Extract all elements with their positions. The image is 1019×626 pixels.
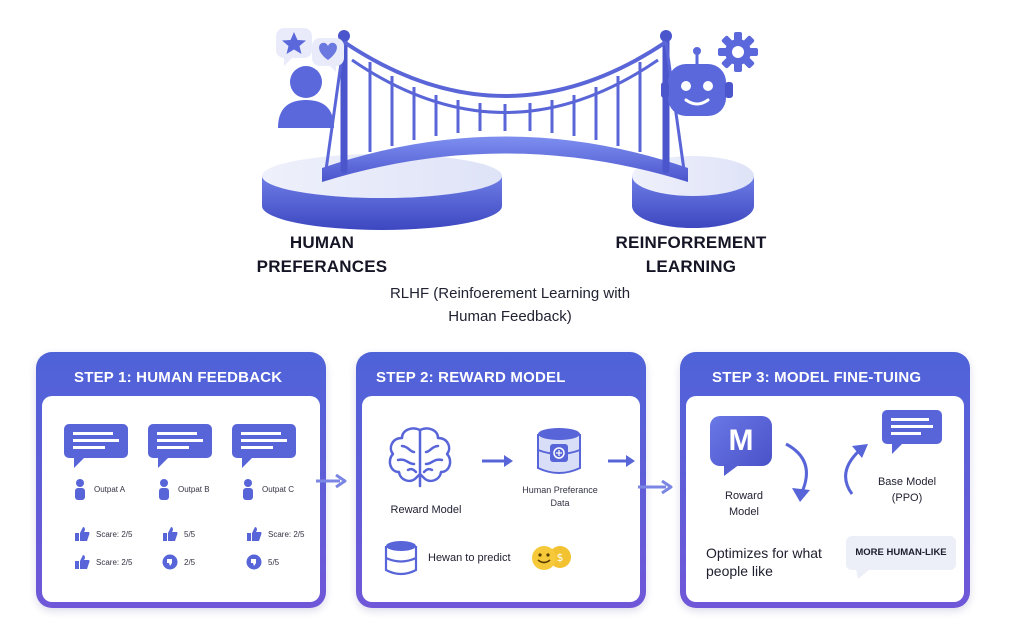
output-c <box>232 424 296 473</box>
score-label: Scare: 2/5 <box>96 557 133 567</box>
human-user-icon <box>278 66 334 128</box>
thumbs-down-icon <box>162 554 178 570</box>
optimizes-line1: Optimizes for what <box>706 545 822 561</box>
score-label: 2/5 <box>184 557 196 567</box>
output-a <box>64 424 128 473</box>
data-line2: Data <box>550 498 570 508</box>
model-logo-icon: M <box>710 416 772 466</box>
person-icon <box>159 479 169 500</box>
gear-icon <box>718 32 758 72</box>
badge-tail <box>856 569 870 579</box>
left-label-line2: PREFERANCES <box>256 257 388 276</box>
output-a-row: Outpat A <box>74 478 125 500</box>
score-label: 5/5 <box>268 557 280 567</box>
score-b-1: 5/5 <box>162 526 195 542</box>
thumbs-down-icon <box>246 554 262 570</box>
thumbs-up-icon <box>163 527 178 541</box>
person-icon <box>243 479 253 500</box>
arrow-right-icon <box>638 479 673 495</box>
model-logo-letter: M <box>728 424 754 457</box>
score-label: Scare: 2/5 <box>268 529 305 539</box>
score-b-2: 2/5 <box>162 554 195 570</box>
left-label-line1: HUMAN <box>289 233 355 252</box>
step2-title: STEP 2: REWARD MODEL TRAINING <box>376 369 566 426</box>
svg-text:$: $ <box>557 551 564 564</box>
curved-arrow-up-icon <box>844 444 868 495</box>
predict-label: Hewan to predict <box>428 552 511 564</box>
human-preferences-label: HUMAN PREFERANCES <box>232 231 412 279</box>
chat-bubble-icon <box>148 424 212 468</box>
score-a-2: Scare: 2/5 <box>74 554 132 570</box>
person-icon <box>75 479 85 500</box>
reward-model-label: Reward Model <box>390 504 462 516</box>
heart-bubble-icon <box>312 38 344 72</box>
score-c-1: Scare: 2/5 <box>246 526 304 542</box>
step1-panel: STEP 1: HUMAN FEEDBACK <box>36 352 326 608</box>
thumbs-up-icon <box>75 555 90 569</box>
brain-icon <box>388 427 452 488</box>
score-a-1: Scare: 2/5 <box>74 526 132 542</box>
arrow-right-icon <box>316 473 347 489</box>
badge-label: MORE HUMAN-LIKE <box>855 547 947 558</box>
score-label: Scare: 2/5 <box>96 529 133 539</box>
thumbs-up-icon <box>247 527 262 541</box>
output-c-label: Outpat C <box>262 484 295 494</box>
score-c-2: 5/5 <box>246 554 279 570</box>
caption-line1: RLHF (Reinfoerement Learning with <box>389 285 631 302</box>
chat-bubble-icon <box>882 410 942 454</box>
bubble-tail <box>724 464 740 476</box>
step1-body: Outpat A Outpat B Outpat C Scare: 2/5 5/… <box>42 396 320 602</box>
right-label-line2: LEARNING <box>645 257 737 276</box>
base-model-label: Base Model (PPO) <box>854 474 960 506</box>
output-b-row: Outpat B <box>158 478 210 500</box>
chat-bubble-icon <box>232 424 296 468</box>
arrow-right-icon <box>608 455 635 467</box>
step2-panel: STEP 2: REWARD MODEL TRAINING Reward Mod… <box>356 352 646 608</box>
optimizes-line2: people like <box>706 563 773 579</box>
bridge-hangers <box>368 62 642 152</box>
curved-arrow-down-icon <box>785 442 810 502</box>
bridge-deck <box>322 136 688 182</box>
more-human-like-badge: MORE HUMAN-LIKE <box>846 536 956 570</box>
reward-model-label-step3: Roward Model <box>704 488 784 520</box>
score-label: 5/5 <box>184 529 196 539</box>
data-line1: Human Preferance <box>522 485 598 495</box>
bridge-towers <box>340 36 670 174</box>
step3-title: STEP 3: MODEL FINE-TUING <box>712 369 922 386</box>
hero-illustration: HUMAN PREFERANCES REINFORREMENT LEARNING… <box>232 28 786 328</box>
star-bubble-icon <box>276 28 312 66</box>
bridge-illustration <box>262 28 758 230</box>
database-small-icon <box>384 541 418 576</box>
robot-icon <box>661 47 733 116</box>
base-line2: (PPO) <box>891 492 923 504</box>
thumbs-up-icon <box>75 527 90 541</box>
step3-body: M Roward Model Base Model (PPO) <box>686 396 964 602</box>
output-b <box>148 424 212 473</box>
database-icon <box>537 428 581 474</box>
model-line2: Model <box>729 506 759 518</box>
left-platform <box>262 154 502 230</box>
step1-title: STEP 1: HUMAN FEEDBACK <box>74 369 283 386</box>
arrow-right-icon <box>482 455 513 467</box>
output-c-row: Outpat C <box>242 478 294 500</box>
output-a-label: Outpat A <box>94 484 126 494</box>
chat-bubble-icon <box>64 424 128 468</box>
caption-line2: Human Feedback) <box>448 308 572 325</box>
step2-body: Reward Model Human Preferance Data <box>362 396 640 602</box>
optimizes-text: Optimizes for what people like <box>706 544 822 580</box>
reinforcement-learning-label: REINFORREMENT LEARNING <box>596 231 786 279</box>
preference-data-label: Human Preferance Data <box>500 484 620 510</box>
smiley-coin-icon: $ <box>532 546 571 570</box>
output-b-label: Outpat B <box>178 484 210 494</box>
step3-panel: STEP 3: MODEL FINE-TUING M Roward Model <box>680 352 970 608</box>
model-line1: Roward <box>725 490 763 502</box>
rlhf-caption: RLHF (Reinfoerement Learning with Human … <box>330 282 690 328</box>
right-label-line1: REINFORREMENT <box>615 233 767 252</box>
base-line1: Base Model <box>877 476 937 488</box>
